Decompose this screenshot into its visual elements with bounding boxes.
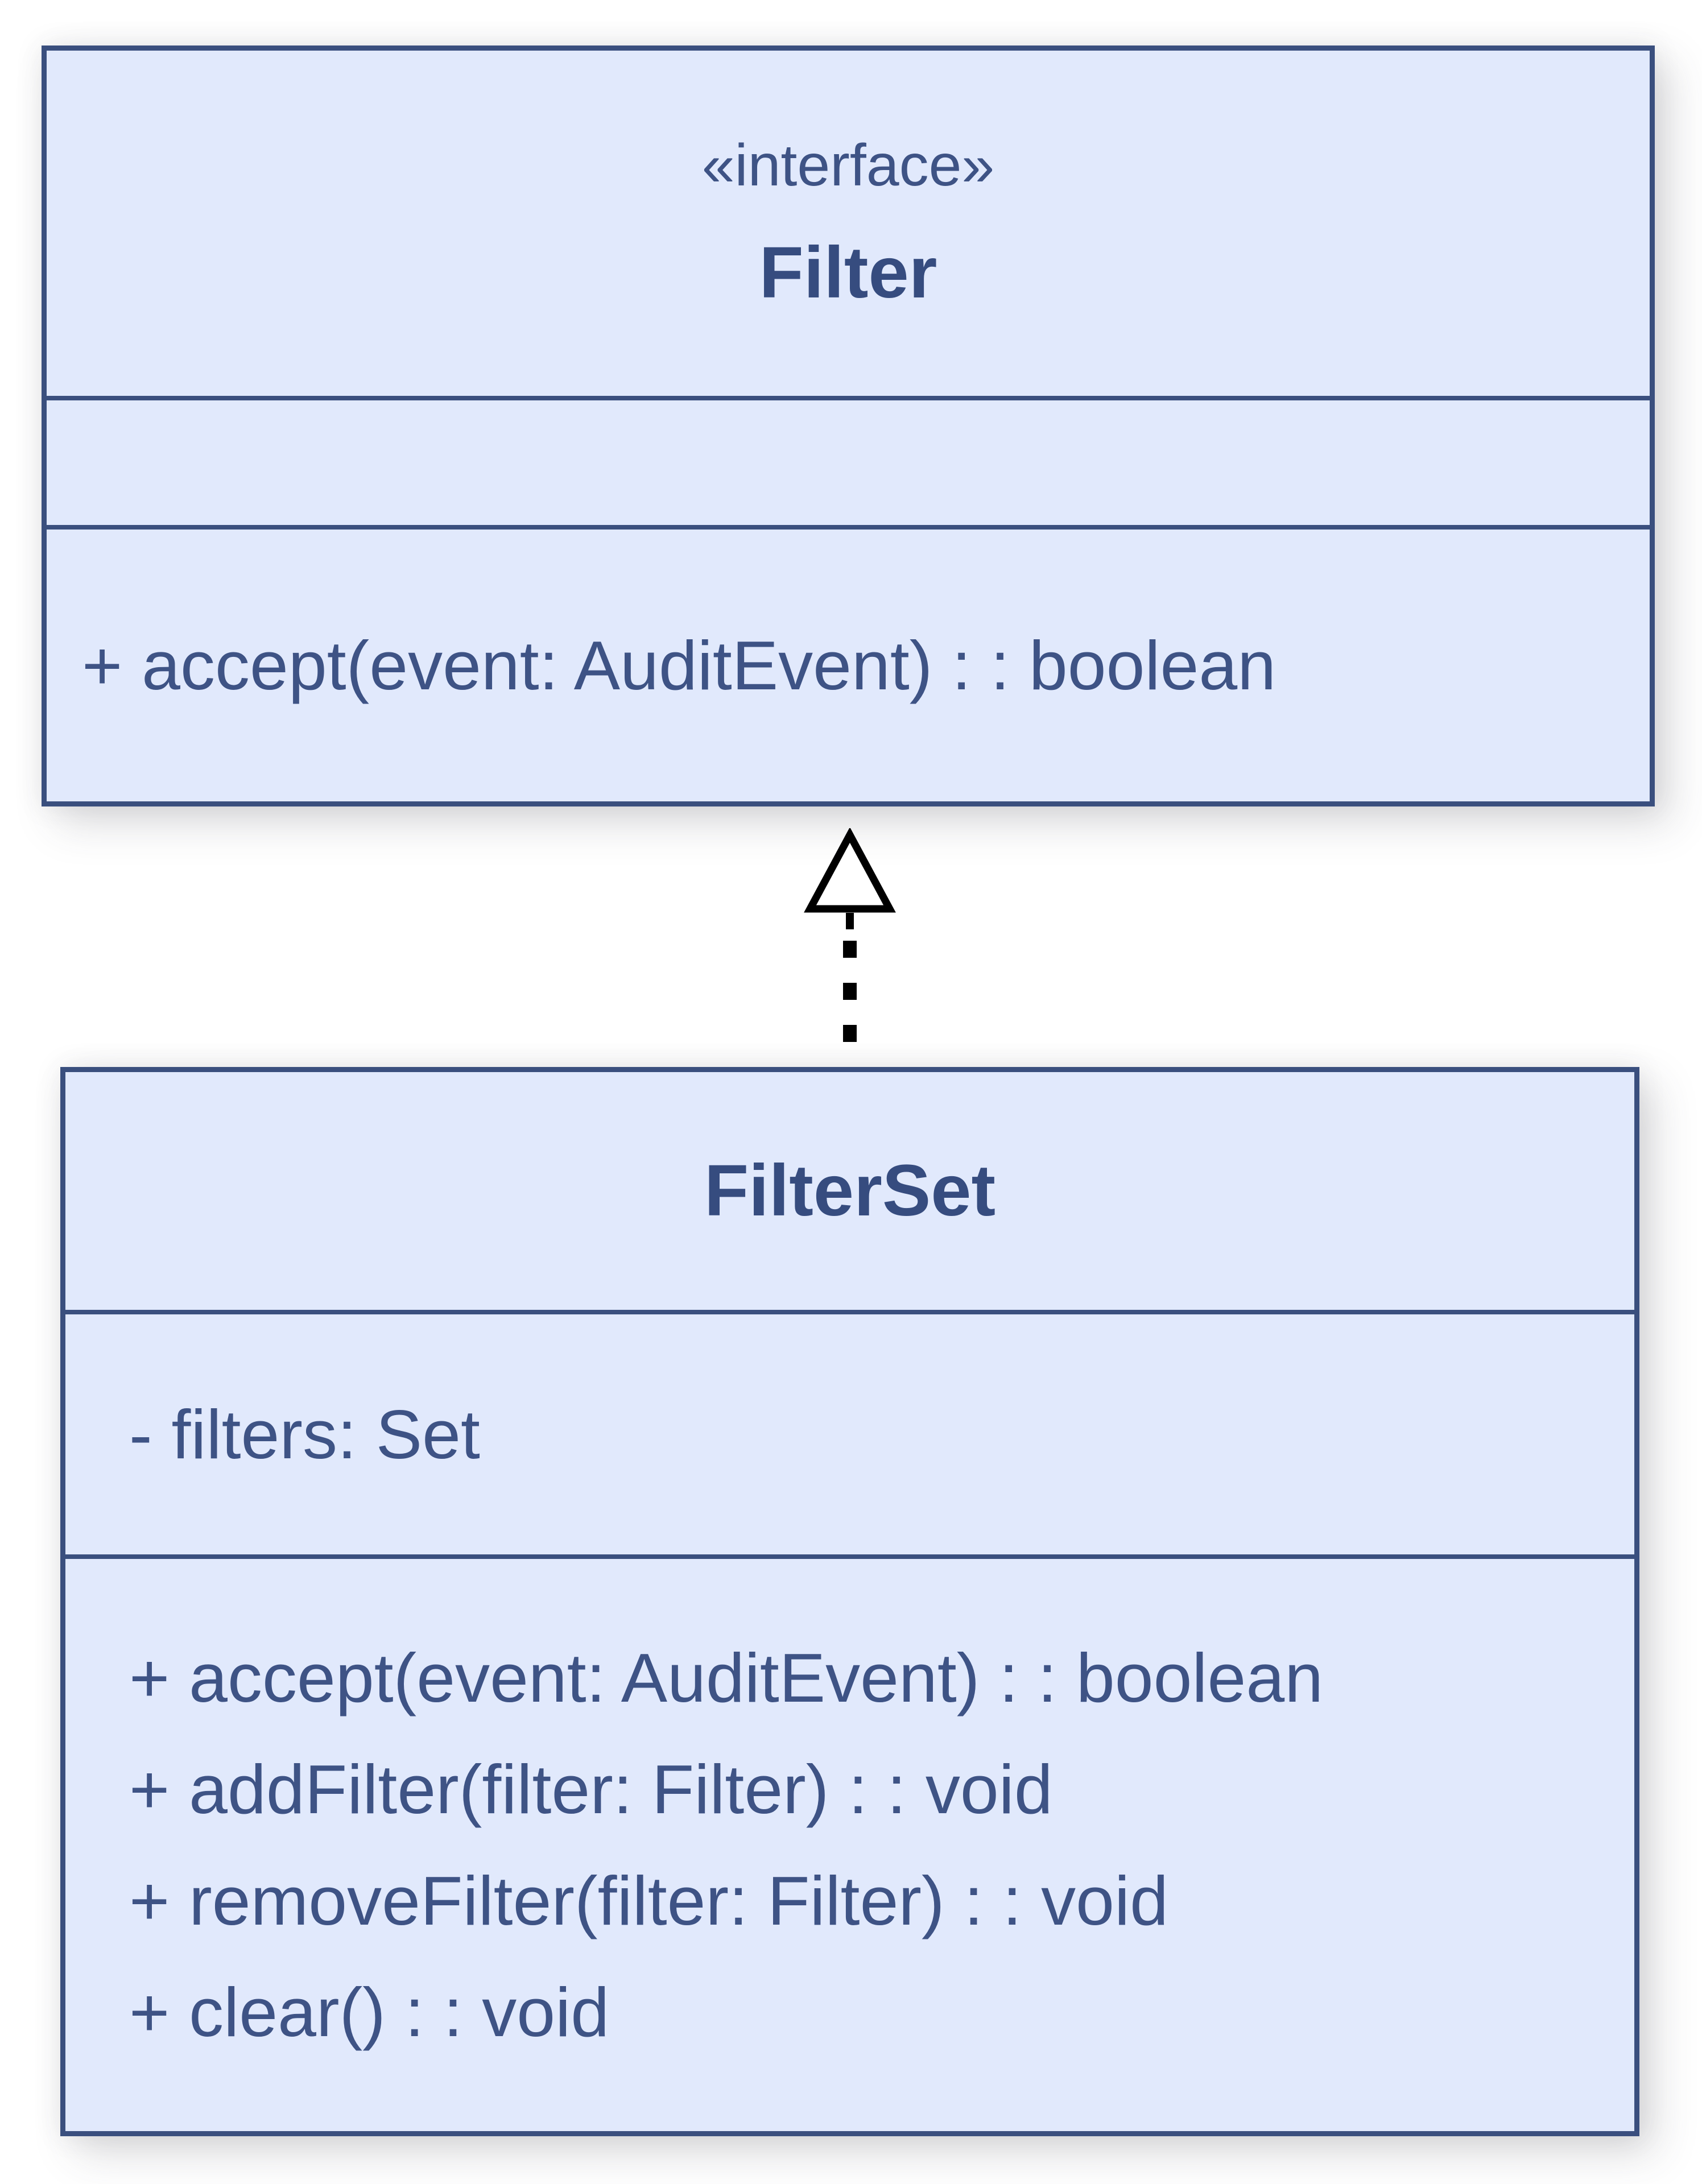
- method-item: + accept(event: AuditEvent) : : boolean: [129, 1639, 1324, 1716]
- method-item: + removeFilter(filter: Filter) : : void: [129, 1862, 1168, 1939]
- hollow-triangle-arrowhead: [804, 828, 896, 913]
- class-name-filterset: FilterSet: [704, 1149, 996, 1231]
- class-stereotype: «interface»: [701, 132, 995, 198]
- attributes-section-filterset: - filters: Set: [65, 1310, 1634, 1554]
- class-header-filterset: FilterSet: [65, 1072, 1634, 1310]
- attributes-section-filter: [47, 396, 1650, 525]
- method-item: + accept(event: AuditEvent) : : boolean: [82, 627, 1276, 704]
- method-item: + clear() : : void: [129, 1974, 610, 2051]
- class-header-filter: «interface» Filter: [47, 51, 1650, 396]
- methods-section-filterset: + accept(event: AuditEvent) : : boolean …: [65, 1554, 1634, 2131]
- class-box-filter: «interface» Filter + accept(event: Audit…: [42, 46, 1655, 806]
- method-item: + addFilter(filter: Filter) : : void: [129, 1751, 1053, 1828]
- methods-section-filter: + accept(event: AuditEvent) : : boolean: [47, 525, 1650, 801]
- attribute-item: - filters: Set: [129, 1396, 480, 1473]
- class-box-filterset: FilterSet - filters: Set + accept(event:…: [60, 1067, 1639, 2136]
- realization-arrow: [804, 828, 896, 1066]
- class-name-filter: Filter: [759, 232, 937, 314]
